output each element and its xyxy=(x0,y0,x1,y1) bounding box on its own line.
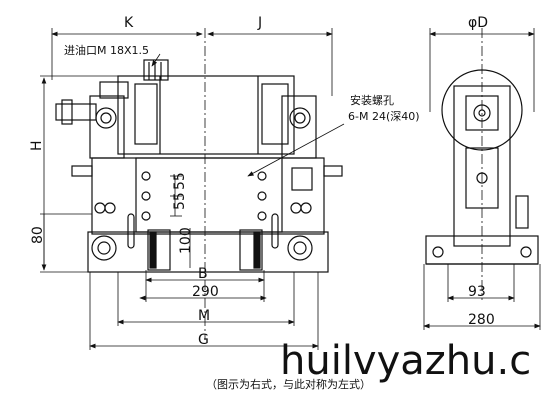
dimension-lines xyxy=(40,28,345,350)
oil-inlet-label: 进油口M 18X1.5 xyxy=(64,43,149,57)
caption: （图示为右式，与此对称为左式） xyxy=(206,377,371,391)
side-dimensions xyxy=(423,28,541,330)
dim-290: 290 xyxy=(192,284,219,300)
side-view xyxy=(425,28,539,300)
dim-phi-d: φD xyxy=(468,15,488,31)
mount-holes-title: 安装螺孔 xyxy=(350,93,394,107)
dim-j: J xyxy=(257,15,262,31)
dim-g: G xyxy=(198,332,209,348)
dim-55-lower: 55 xyxy=(172,192,188,210)
dim-k: K xyxy=(124,15,134,31)
dim-m: M xyxy=(198,308,210,324)
dim-100: 100 xyxy=(178,227,194,254)
mount-holes-spec: 6-M 24(深40) xyxy=(348,110,420,123)
dim-280: 280 xyxy=(468,312,495,328)
dim-93: 93 xyxy=(468,284,486,300)
watermark: huilvyazhu.c xyxy=(280,338,531,384)
dim-80: 80 xyxy=(30,226,46,244)
dim-55-upper: 55 xyxy=(172,172,188,190)
dim-h: H xyxy=(29,140,45,151)
dim-b: B xyxy=(198,266,208,282)
